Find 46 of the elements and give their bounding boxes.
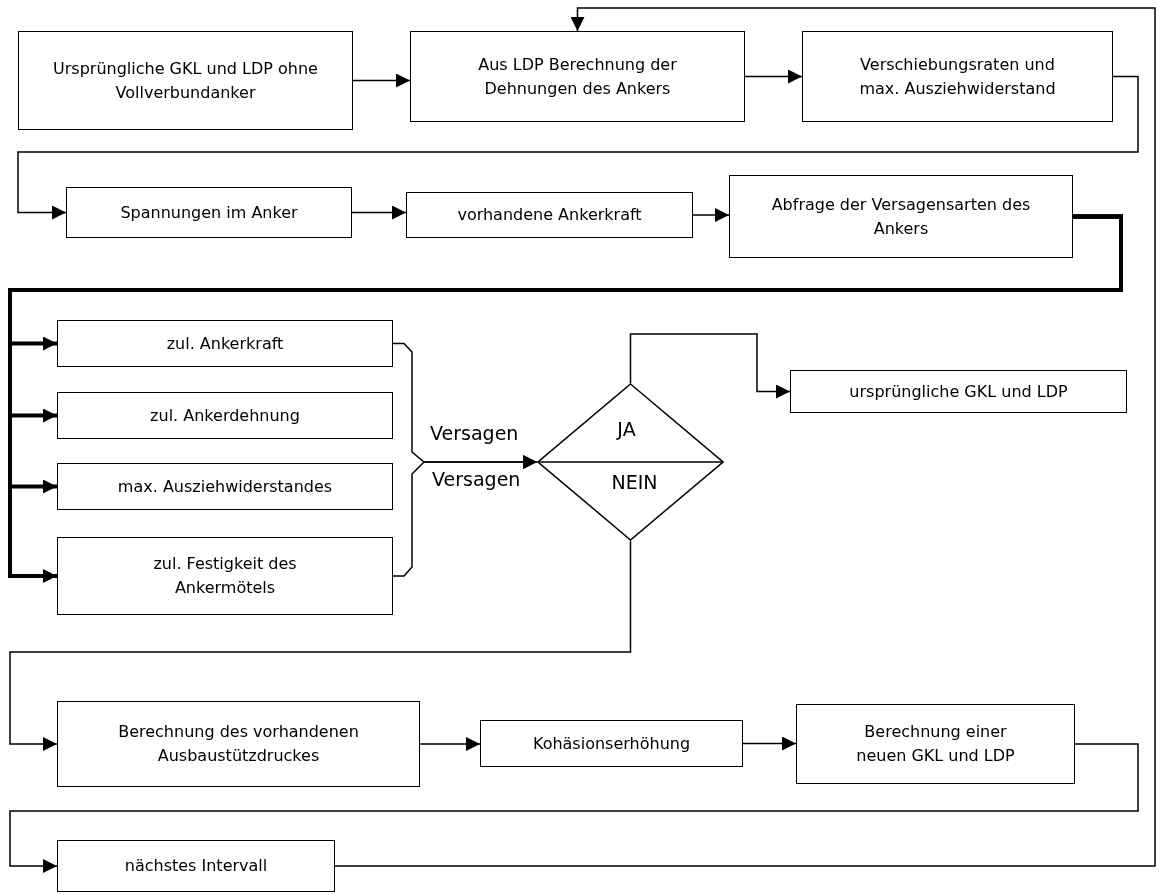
box-label: Ursprüngliche GKL und LDP ohne Vollverbundanker — [52, 57, 319, 104]
decision-label: JA — [617, 418, 636, 440]
box-label: vorhandene Ankerkraft — [456, 204, 643, 226]
process-box — [790, 370, 1127, 413]
box-label: zul. Festigkeit des Ankermötels — [152, 553, 298, 599]
decision-diamond — [537, 383, 724, 541]
arrow — [9, 743, 1139, 873]
box-label: max. Ausziehwiderstandes — [116, 475, 334, 498]
process-box — [66, 187, 352, 238]
box-label: Kohäsionserhöhung — [531, 732, 692, 755]
arrow — [334, 7, 1156, 867]
box-label: Berechnung des vorhandenen Ausbaustützdruckes — [117, 721, 360, 767]
box-label: ursprüngliche GKL und LDP — [848, 380, 1069, 403]
box-label: Verschiebungsraten und max. Ausziehwiderstand — [858, 53, 1057, 100]
process-box — [406, 192, 693, 238]
arrow — [692, 208, 730, 222]
process-box — [480, 720, 743, 767]
box-label: zul. Ankerkraft — [165, 332, 285, 355]
process-box — [57, 840, 335, 892]
arrow — [742, 736, 797, 751]
box-label: zul. Ankerdehnung — [149, 404, 301, 427]
process-box — [57, 392, 393, 439]
arrow — [419, 737, 481, 751]
arrow — [744, 69, 803, 84]
arrow — [392, 455, 538, 577]
process-box — [57, 537, 393, 615]
decision-label: NEIN — [611, 471, 658, 493]
process-box — [796, 704, 1075, 784]
process-box — [802, 31, 1113, 122]
arrow — [17, 75, 1139, 220]
process-box — [57, 701, 420, 787]
arrow — [629, 333, 791, 399]
process-box — [57, 463, 393, 510]
arrow — [352, 73, 411, 88]
box-label: nächstes Intervall — [123, 855, 269, 877]
process-box — [57, 320, 393, 367]
process-box — [18, 31, 353, 130]
box-label: Abfrage der Versagensarten des Ankers — [770, 193, 1032, 240]
process-box — [410, 31, 745, 122]
arrow — [351, 205, 407, 220]
process-box — [729, 175, 1073, 258]
arrow — [8, 214, 1123, 583]
box-label: Spannungen im Anker — [119, 201, 299, 224]
arrow — [9, 540, 632, 751]
box-label: Berechnung einer neuen GKL und LDP — [855, 721, 1016, 767]
box-label: Aus LDP Berechnung der Dehnungen des Ankers — [477, 53, 678, 100]
